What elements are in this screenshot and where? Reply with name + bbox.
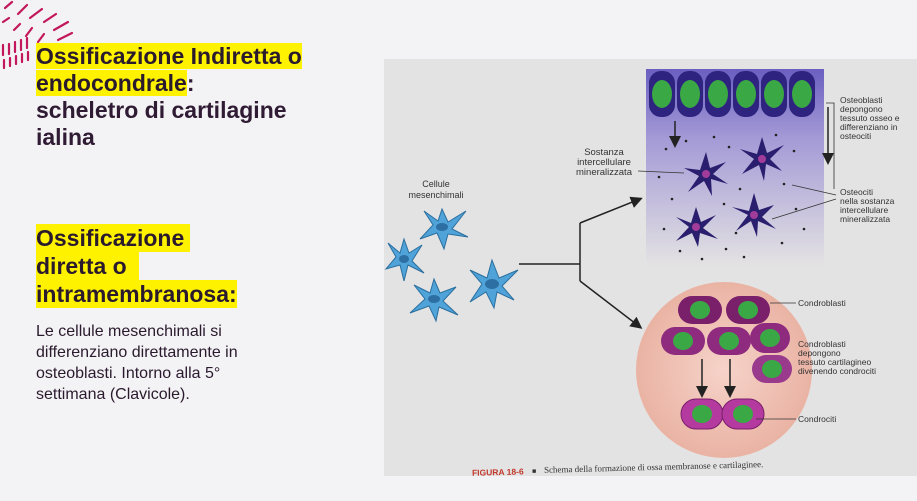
osteoblast-cell (789, 71, 815, 117)
osteocyte-cell (684, 152, 728, 196)
body-paragraph: Le cellule mesenchimali si differenziano… (36, 321, 326, 405)
label-osteoblasts-4: differenziano in (840, 122, 898, 132)
heading-direct-line3: intramembranosa: (36, 280, 237, 308)
label-matrix-3: mineralizzata (576, 167, 633, 178)
label-matrix-2: intercellulare (577, 157, 631, 168)
label-osteoblasts-1: Osteoblasti (840, 95, 883, 105)
osteoblast-cell (733, 71, 759, 117)
osteoblast-cell (761, 71, 787, 117)
label-osteoblasts-5: osteociti (840, 131, 871, 141)
chondroblast-cell (750, 323, 790, 353)
chondroblast-cell (661, 327, 705, 355)
osteoblast-cell (649, 71, 675, 117)
caption-text: Schema della formazione di ossa membrano… (544, 459, 764, 475)
chondrocyte-cell (680, 398, 724, 430)
label-chondroblasts: Condroblasti (798, 298, 846, 308)
osteocyte-group (676, 137, 784, 247)
label-chondro-dep-2: depongono (798, 348, 841, 358)
body-line2: differenziano direttamente in (36, 344, 238, 361)
label-chondro-dep-3: tessuto cartilagineo (798, 357, 872, 367)
label-osteoblasts-3: tessuto osseo e (840, 113, 900, 123)
chondroblast-cell (678, 296, 722, 324)
figure-illustration: Cellule mesenchimali Sostanza intercellu… (384, 69, 900, 476)
label-osteocytes-4: mineralizzata (840, 214, 890, 224)
mesenchymal-cell (409, 277, 459, 323)
corner-decoration (1, 0, 74, 70)
caption-bullet: ■ (532, 468, 536, 475)
osteocyte-cell (676, 207, 718, 247)
mesenchymal-cell (384, 237, 425, 282)
label-osteoblasts-2: depongono (840, 104, 883, 114)
body-line1: Le cellule mesenchimali si (36, 323, 222, 340)
chondroblast-cell (707, 327, 751, 355)
osteoblast-cell (705, 71, 731, 117)
heading-indirect-line1: Ossificazione Indiretta o (36, 43, 302, 69)
chondroblast-cells (661, 296, 792, 383)
osteocyte-cell (740, 137, 784, 181)
leader-lines (637, 102, 837, 420)
label-chondro-dep-4: divenendo condrociti (798, 366, 876, 376)
osteoblast-row (649, 71, 815, 117)
differentiation-arrows (519, 196, 643, 329)
chondroblast-cell (726, 296, 770, 324)
mesenchymal-cell (419, 207, 469, 251)
heading-direct-line3-text: intramembranosa (36, 281, 230, 307)
heading-direct-colon: : (229, 281, 237, 307)
label-osteocytes-1: Osteociti (840, 187, 873, 197)
label-mesenchymal-2: mesenchimali (408, 190, 463, 200)
heading-indirect-ossification: Ossificazione Indiretta o endocondrale: … (36, 43, 381, 151)
mineral-dots (657, 133, 806, 261)
osteocyte-cell (732, 193, 776, 237)
label-chondrocytes: Condrociti (798, 414, 836, 424)
heading-indirect-line4: ialina (36, 124, 95, 150)
label-osteocytes-3: intercellulare (840, 205, 888, 215)
body-line4: settimana (Clavicole). (36, 386, 190, 403)
chondroblast-cell (752, 355, 792, 383)
heading-indirect-line2: endocondrale (36, 70, 187, 96)
heading-direct-line1: Ossificazione (36, 224, 191, 252)
chondrocyte-cell (721, 398, 765, 430)
label-mesenchymal-1: Cellule (422, 179, 450, 189)
label-chondro-dep-1: Condroblasti (798, 339, 846, 349)
figure-caption: FIGURA 18-6 ■ Schema della formazione di… (472, 459, 764, 476)
heading-indirect-colon: : (186, 70, 195, 96)
mesenchymal-cell (469, 258, 519, 310)
body-line3: osteoblasti. Intorno alla 5° (36, 365, 221, 382)
heading-indirect-line3: scheletro di cartilagine (36, 97, 287, 123)
heading-direct-ossification: Ossificazione diretta o intramembranosa: (36, 224, 336, 308)
chondrocyte-cells (680, 398, 765, 430)
caption-figure-number: FIGURA 18-6 (472, 466, 524, 476)
label-osteocytes-2: nella sostanza (840, 196, 895, 206)
mesenchymal-cells (384, 207, 519, 323)
osteoblast-cell (677, 71, 703, 117)
ossification-figure: Cellule mesenchimali Sostanza intercellu… (384, 59, 917, 476)
heading-direct-line2: diretta o (36, 252, 139, 280)
text-column: Ossificazione Indiretta o endocondrale: … (36, 43, 381, 403)
label-matrix-1: Sostanza (584, 147, 624, 158)
